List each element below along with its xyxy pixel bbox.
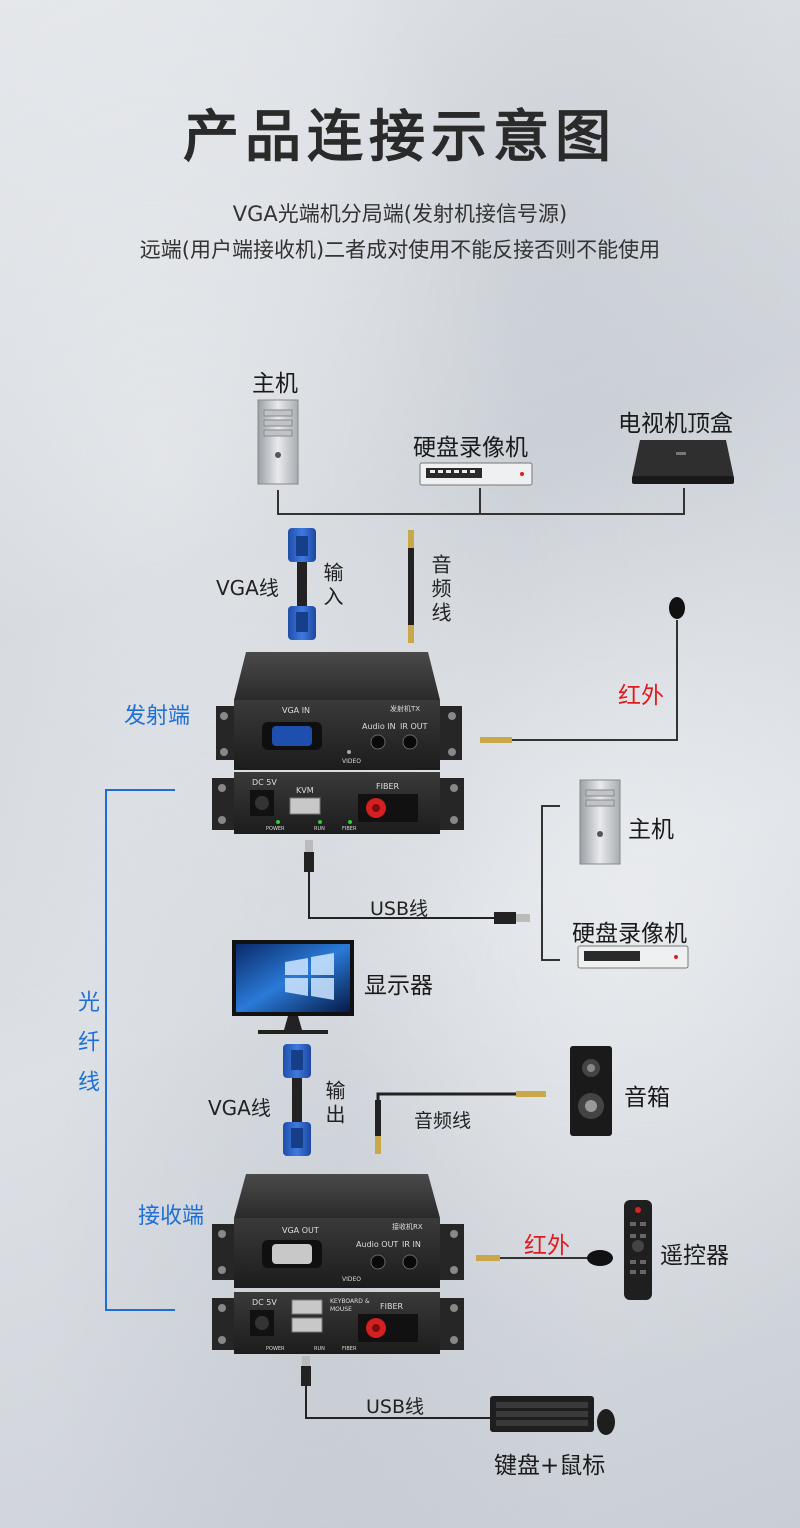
- host-pc-usb: [579, 779, 621, 865]
- subtitle-line-2: 远端(用户端接收机)二者成对使用不能反接否则不能使用: [139, 238, 661, 262]
- dvr-top: [419, 462, 533, 486]
- transmitter-unit: [212, 652, 464, 834]
- fiber-bracket: [105, 789, 175, 1311]
- label-ir-rx: 红外: [524, 1233, 570, 1259]
- label-host-top: 主机: [252, 371, 298, 397]
- label-vga-cable-tx: VGA线: [216, 576, 279, 600]
- label-audio-cable-tx: 音频线: [428, 554, 452, 626]
- tx-port-vga-in: VGA IN: [282, 706, 311, 715]
- label-output: 输出: [322, 1080, 346, 1128]
- subtitle-line-1: VGA光端机分局端(发射机接信号源): [232, 202, 568, 226]
- tx-unit-tag: 发射机TX: [390, 705, 421, 713]
- audio-cable-tx-icon: [408, 530, 414, 643]
- label-remote: 遥控器: [660, 1243, 729, 1269]
- tx-port-video: VIDEO: [342, 758, 362, 765]
- host-pc-top: [257, 399, 299, 485]
- monitor-icon: [232, 940, 354, 1034]
- label-settop: 电视机顶盒: [618, 411, 733, 437]
- label-fiber: 光纤线: [74, 990, 99, 1110]
- label-audio-cable-rx: 音频线: [414, 1110, 472, 1132]
- receiver-unit: [212, 1174, 464, 1354]
- rx-led-fiber: FIBER: [342, 1346, 357, 1352]
- label-ir-tx: 红外: [618, 683, 664, 709]
- usb-cable-tx: [304, 805, 560, 961]
- vga-cable-tx-icon: [288, 528, 316, 640]
- rx-led-run: RUN: [314, 1346, 325, 1352]
- rx-led-power: POWER: [266, 1346, 285, 1352]
- settop-box: [632, 440, 734, 484]
- speaker-icon: [570, 1046, 612, 1136]
- label-speaker: 音箱: [624, 1085, 670, 1111]
- ir-receiver-rx-icon: [476, 1250, 613, 1266]
- rx-unit-tag: 接收机RX: [392, 1223, 423, 1231]
- tx-port-dc: DC 5V: [252, 778, 277, 787]
- label-usb-cable-tx: USB线: [370, 898, 429, 920]
- rx-port-audio-out: Audio OUT: [356, 1240, 399, 1249]
- tx-port-ir-out: IR OUT: [400, 722, 428, 731]
- tx-port-audio-in: Audio IN: [362, 722, 396, 731]
- label-input: 输入: [320, 562, 344, 610]
- label-keyboard-mouse: 键盘+鼠标: [494, 1453, 606, 1479]
- label-receiver: 接收端: [138, 1204, 205, 1229]
- rx-port-video: VIDEO: [342, 1276, 362, 1283]
- rx-port-vga-out: VGA OUT: [282, 1226, 319, 1235]
- tx-port-kvm: KVM: [296, 786, 314, 795]
- tx-led-run: RUN: [314, 826, 325, 832]
- usb-cable-rx: [301, 1356, 490, 1419]
- label-vga-cable-rx: VGA线: [208, 1096, 271, 1120]
- rx-port-dc: DC 5V: [252, 1298, 277, 1307]
- tx-led-power: POWER: [266, 826, 285, 832]
- label-usb-cable-rx: USB线: [366, 1396, 425, 1418]
- label-monitor: 显示器: [364, 973, 433, 999]
- keyboard-mouse-icon: [490, 1396, 615, 1435]
- page-title: 产品连接示意图: [183, 105, 617, 170]
- label-transmitter: 发射端: [124, 704, 191, 729]
- tx-port-fiber: FIBER: [376, 782, 400, 791]
- label-dvr-usb: 硬盘录像机: [572, 921, 687, 947]
- vga-cable-rx-icon: [283, 1044, 311, 1156]
- top-bus-line: [277, 488, 685, 515]
- audio-cable-rx-icon: [375, 1091, 546, 1154]
- remote-control-icon: [624, 1200, 652, 1300]
- tx-led-fiber: FIBER: [342, 826, 357, 832]
- label-dvr-top: 硬盘录像机: [413, 435, 528, 461]
- ir-emitter-tx-icon: [480, 597, 685, 743]
- rx-port-ir-in: IR IN: [402, 1240, 421, 1249]
- rx-port-fiber: FIBER: [380, 1302, 404, 1311]
- dvr-usb: [577, 945, 689, 969]
- rx-port-keyboard-mouse: KEYBOARD & MOUSE: [330, 1298, 370, 1313]
- label-host-usb: 主机: [628, 817, 674, 843]
